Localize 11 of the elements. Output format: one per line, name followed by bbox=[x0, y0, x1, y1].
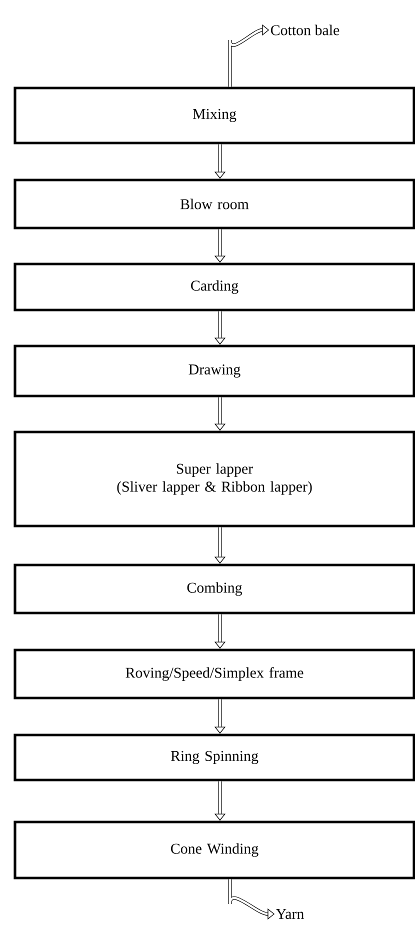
process-box: Ring Spinning bbox=[14, 734, 415, 782]
process-box: Carding bbox=[14, 262, 415, 312]
process-label: Yarn bbox=[276, 909, 304, 919]
process-box: Cone Winding bbox=[14, 820, 415, 880]
process-box: Roving/Speed/Simplex frame bbox=[14, 648, 415, 700]
process-box: Mixing bbox=[14, 86, 415, 144]
process-box: Drawing bbox=[14, 344, 415, 398]
process-box: Combing bbox=[14, 564, 415, 614]
process-box: Super lapper (Sliver lapper & Ribbon lapper) bbox=[14, 430, 415, 528]
process-label: Cotton bale bbox=[270, 24, 340, 36]
process-box: Blow room bbox=[14, 178, 415, 230]
